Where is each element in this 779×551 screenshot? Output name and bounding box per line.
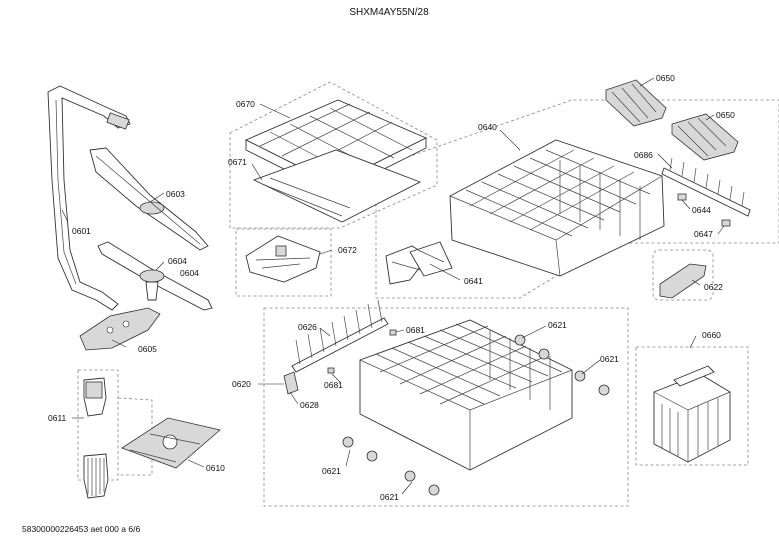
label-0686: 0686 xyxy=(634,150,653,160)
part-0681-a xyxy=(389,329,397,336)
part-0681-b xyxy=(327,367,335,374)
label-0660: 0660 xyxy=(702,330,721,340)
upper-spray-arm-0603 xyxy=(89,147,209,251)
label-0611: 0611 xyxy=(48,413,67,423)
label-0641: 0641 xyxy=(464,276,483,286)
label-0610: 0610 xyxy=(206,463,225,473)
lower-rack-0620 xyxy=(359,319,573,471)
callout-labels: 0670 0671 0672 0603 0601 0604 0604 0605 … xyxy=(48,73,735,502)
rack-clips-0641 xyxy=(385,241,453,285)
box-0672 xyxy=(235,228,332,297)
label-0670: 0670 xyxy=(236,99,255,109)
tine-assembly-0626 xyxy=(291,299,389,373)
wheels-0621 xyxy=(342,334,610,496)
label-0628: 0628 xyxy=(300,400,319,410)
leader-lines xyxy=(61,77,725,495)
tine-row-0650-upper xyxy=(605,79,667,127)
label-0671: 0671 xyxy=(228,157,247,167)
label-0604-b: 0604 xyxy=(180,268,199,278)
micro-filter-0611 xyxy=(83,377,109,499)
label-0644: 0644 xyxy=(692,205,711,215)
deflector-plate-0605 xyxy=(79,307,161,351)
part-0647 xyxy=(721,219,731,227)
label-0621-b: 0621 xyxy=(600,354,619,364)
label-0604-a: 0604 xyxy=(168,256,187,266)
label-0621-a: 0621 xyxy=(548,320,567,330)
label-0647: 0647 xyxy=(694,229,713,239)
label-0681-a: 0681 xyxy=(406,325,425,335)
part-0628 xyxy=(283,371,299,395)
spray-pipe-0601 xyxy=(47,85,131,311)
document-code: 58300000226453 aet 000 a 6/6 xyxy=(22,524,140,534)
label-0650-b: 0650 xyxy=(716,110,735,120)
box-0622 xyxy=(652,249,714,301)
flat-filter-0610 xyxy=(121,417,221,469)
cutlery-tray-0671 xyxy=(244,99,428,223)
model-number: SHXM4AY55N/28 xyxy=(349,7,429,18)
label-0601: 0601 xyxy=(72,226,91,236)
part-0644 xyxy=(677,193,687,201)
label-0621-c: 0621 xyxy=(322,466,341,476)
label-0640: 0640 xyxy=(478,122,497,132)
box-0670 xyxy=(229,81,438,229)
box-0640 xyxy=(375,99,779,299)
lower-spray-arm-0604 xyxy=(97,241,213,311)
cutlery-basket-0660 xyxy=(653,365,731,463)
box-0611 xyxy=(77,369,119,481)
label-0672: 0672 xyxy=(338,245,357,255)
label-0681-b: 0681 xyxy=(324,380,343,390)
label-0603: 0603 xyxy=(166,189,185,199)
label-0605: 0605 xyxy=(138,344,157,354)
label-0622: 0622 xyxy=(704,282,723,292)
box-0660 xyxy=(635,346,749,466)
label-0626: 0626 xyxy=(298,322,317,332)
clip-0672 xyxy=(245,235,321,283)
upper-rack-0640 xyxy=(449,139,665,277)
handle-0622 xyxy=(659,263,707,299)
label-0621-d: 0621 xyxy=(380,492,399,502)
label-0620: 0620 xyxy=(232,379,251,389)
tine-row-0650-lower xyxy=(671,113,739,161)
label-0650-a: 0650 xyxy=(656,73,675,83)
tine-bar-0686 xyxy=(661,157,751,217)
box-0620 xyxy=(263,307,629,507)
